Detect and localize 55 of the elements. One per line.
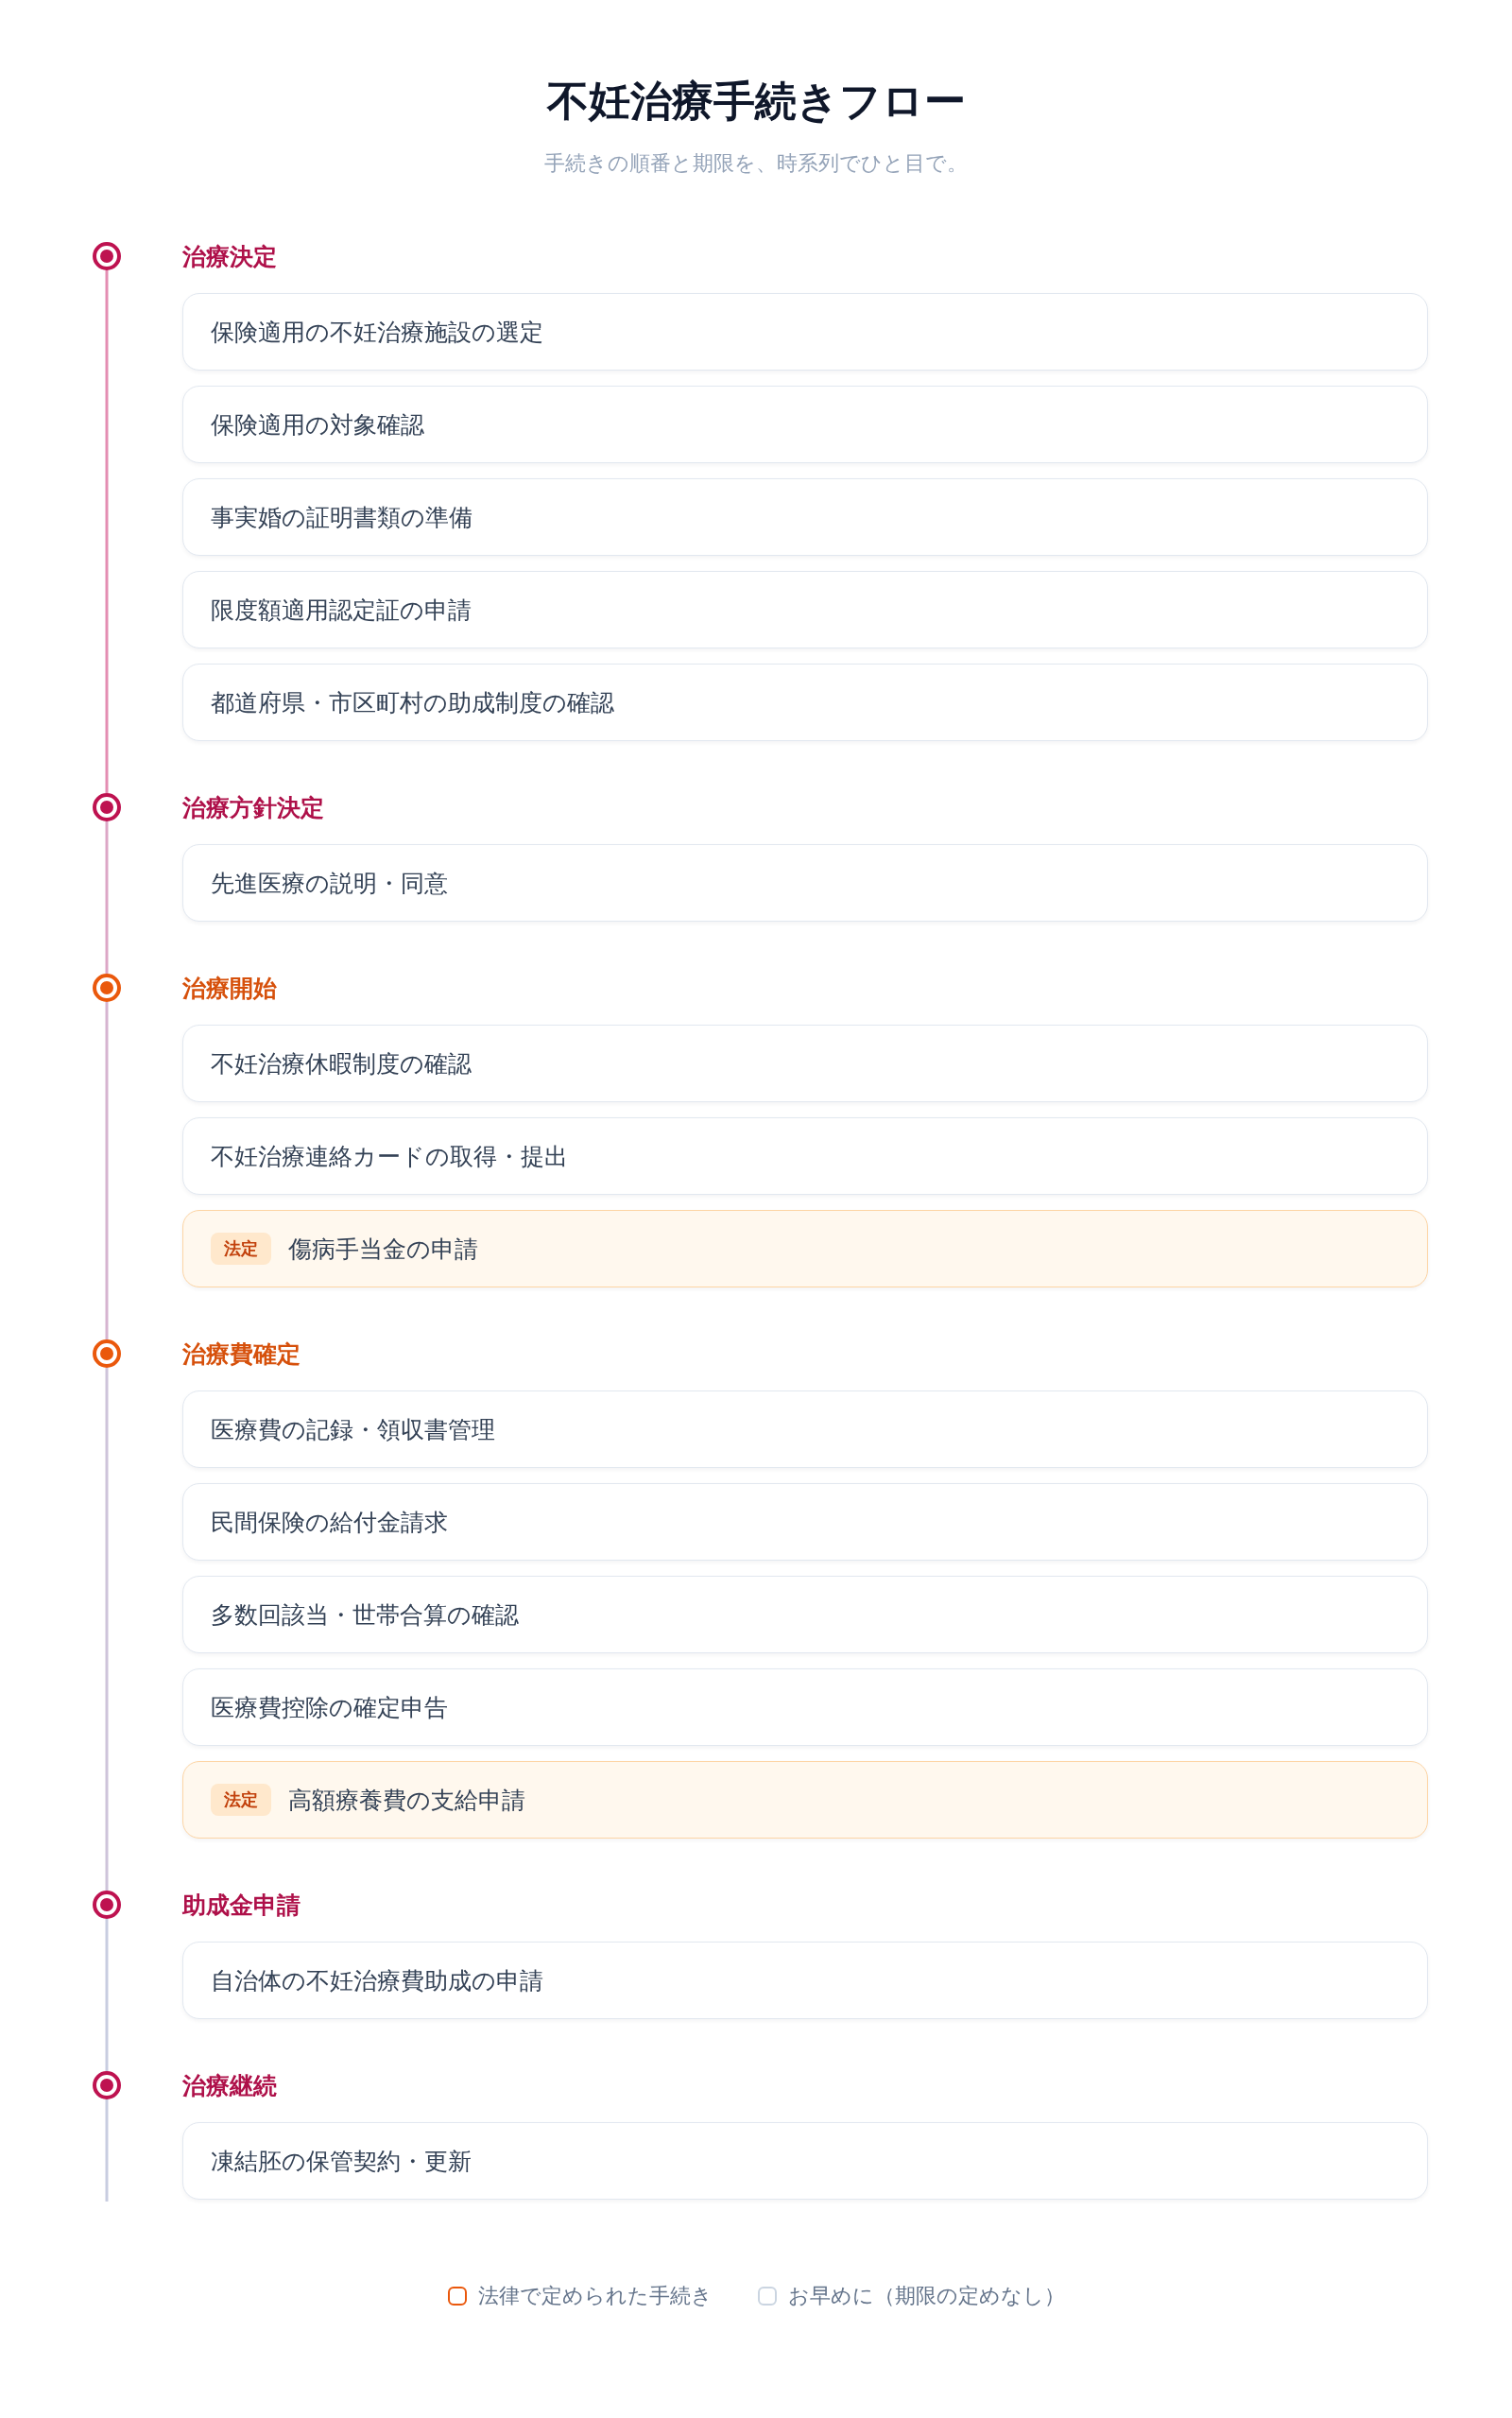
timeline-dot bbox=[93, 2071, 121, 2099]
timeline-line bbox=[105, 821, 109, 974]
timeline-line bbox=[105, 1368, 109, 1891]
step-card bbox=[182, 1025, 1428, 1102]
step-card bbox=[182, 1668, 1428, 1746]
step-card bbox=[182, 571, 1428, 648]
step-text: 事実婚の証明書類の準備 bbox=[211, 502, 472, 533]
phase-heading: 治療継続 bbox=[182, 2071, 277, 2101]
step-card bbox=[182, 664, 1428, 741]
step-card bbox=[182, 293, 1428, 371]
step-text: 多数回該当・世帯合算の確認 bbox=[211, 1599, 519, 1631]
timeline-dot bbox=[93, 1339, 121, 1368]
timeline-dot bbox=[93, 793, 121, 821]
legend-text: お早めに（期限の定めなし） bbox=[787, 2283, 1065, 2309]
timeline-line bbox=[105, 1919, 109, 2071]
step-card bbox=[182, 844, 1428, 922]
step-text: 医療費控除の確定申告 bbox=[211, 1692, 448, 1723]
legend-text: 法律で定められた手続き bbox=[477, 2283, 713, 2309]
legal-step-card bbox=[182, 1210, 1428, 1287]
legal-step-card bbox=[182, 1761, 1428, 1839]
step-text: 都道府県・市区町村の助成制度の確認 bbox=[211, 687, 614, 718]
timeline-line bbox=[105, 270, 109, 793]
timeline-line bbox=[105, 1002, 109, 1339]
step-card bbox=[182, 1483, 1428, 1561]
phase-heading: 治療決定 bbox=[182, 242, 277, 272]
subtitle: 手続きの順番と期限を、時系列でひと目で。 bbox=[543, 150, 969, 177]
title: 不妊治療手続きフロー bbox=[545, 76, 967, 127]
legal-badge: 法定 bbox=[211, 1784, 271, 1816]
timeline-dot bbox=[93, 974, 121, 1002]
step-text: 医療費の記録・領収書管理 bbox=[211, 1414, 495, 1445]
step-text: 保険適用の対象確認 bbox=[211, 409, 424, 440]
step-text: 限度額適用認定証の申請 bbox=[211, 595, 472, 626]
phase-heading: 治療費確定 bbox=[182, 1339, 301, 1370]
step-text: 不妊治療連絡カードの取得・提出 bbox=[211, 1141, 568, 1172]
phase-heading: 治療開始 bbox=[182, 974, 277, 1004]
step-card bbox=[182, 1576, 1428, 1653]
phase-heading: 助成金申請 bbox=[182, 1891, 301, 1921]
step-card bbox=[182, 478, 1428, 556]
step-card bbox=[182, 1117, 1428, 1195]
step-text: 先進医療の説明・同意 bbox=[211, 868, 448, 899]
phase-heading: 治療方針決定 bbox=[182, 793, 324, 823]
step-card bbox=[182, 386, 1428, 463]
step-card bbox=[182, 1390, 1428, 1468]
timeline-dot bbox=[93, 242, 121, 270]
timeline-dot bbox=[93, 1891, 121, 1919]
step-text: 不妊治療休暇制度の確認 bbox=[211, 1048, 472, 1079]
step-card bbox=[182, 1942, 1428, 2019]
step-text: 傷病手当金の申請 bbox=[288, 1234, 478, 1265]
step-card bbox=[182, 2122, 1428, 2200]
step-text: 高額療養費の支給申請 bbox=[288, 1785, 525, 1816]
step-text: 自治体の不妊治療費助成の申請 bbox=[211, 1965, 543, 1996]
step-text: 保険適用の不妊治療施設の選定 bbox=[211, 317, 543, 348]
legal-badge: 法定 bbox=[211, 1233, 271, 1265]
step-text: 凍結胚の保管契約・更新 bbox=[211, 2146, 472, 2177]
step-text: 民間保険の給付金請求 bbox=[211, 1507, 448, 1538]
